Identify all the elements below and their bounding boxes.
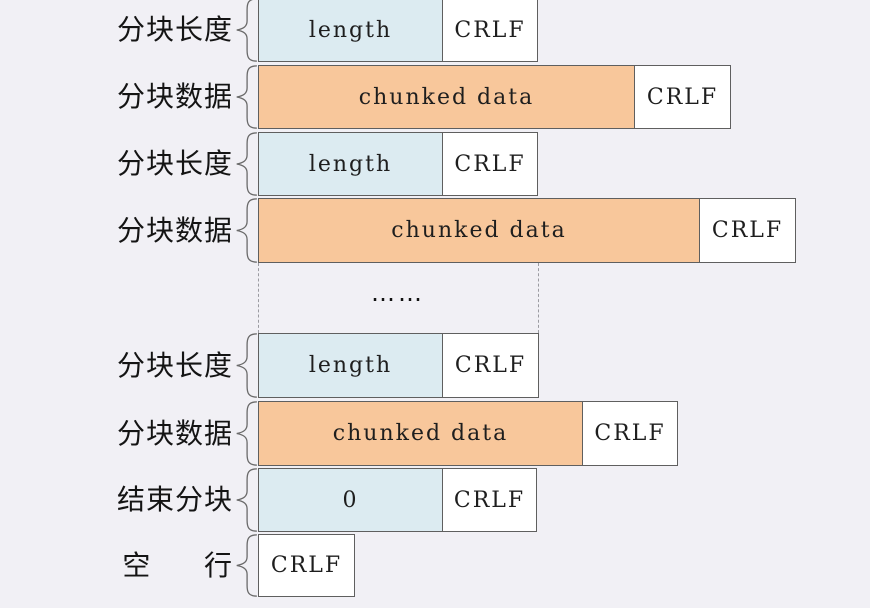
zero-length-box: 0 xyxy=(258,468,443,532)
length-box: length xyxy=(258,333,443,398)
row-chunk-length-3: 分块长度 length CRLF xyxy=(0,333,870,398)
row-label: 分块数据 xyxy=(116,417,233,449)
ellipsis: …… xyxy=(371,279,425,307)
chunked-data-box: chunked data xyxy=(258,65,635,129)
chunked-data-box: chunked data xyxy=(258,198,700,263)
brace-icon xyxy=(234,65,258,129)
brace-icon xyxy=(234,401,258,466)
row-label: 分块长度 xyxy=(116,148,233,179)
crlf-box: CRLF xyxy=(699,198,796,263)
row-boxes: chunked data CRLF xyxy=(258,198,796,263)
brace-icon xyxy=(234,468,258,532)
crlf-box: CRLF xyxy=(582,401,678,466)
length-box: length xyxy=(258,0,443,62)
crlf-box: CRLF xyxy=(442,333,539,398)
row-boxes: chunked data CRLF xyxy=(258,65,731,129)
crlf-box: CRLF xyxy=(634,65,731,129)
row-empty-line: 空 行 CRLF xyxy=(0,534,870,597)
brace-icon xyxy=(234,534,258,597)
row-chunk-data-1: 分块数据 chunked data CRLF xyxy=(0,65,870,129)
crlf-box: CRLF xyxy=(258,534,355,597)
chunked-data-box: chunked data xyxy=(258,401,583,466)
row-label: 分块数据 xyxy=(116,214,233,246)
brace-icon xyxy=(234,132,258,196)
brace-icon xyxy=(234,333,258,398)
brace-icon xyxy=(234,0,258,62)
length-box: length xyxy=(258,132,443,196)
row-boxes: chunked data CRLF xyxy=(258,401,678,466)
row-chunk-data-3: 分块数据 chunked data CRLF xyxy=(0,401,870,466)
row-label: 空 行 xyxy=(122,549,233,581)
dashed-line-right xyxy=(538,263,539,333)
row-label: 结束分块 xyxy=(116,484,233,515)
row-label: 分块长度 xyxy=(116,14,233,45)
brace-icon xyxy=(234,198,258,263)
row-boxes: length CRLF xyxy=(258,0,538,62)
row-chunk-length-2: 分块长度 length CRLF xyxy=(0,132,870,196)
row-boxes: length CRLF xyxy=(258,333,539,398)
row-boxes: CRLF xyxy=(258,534,355,597)
crlf-box: CRLF xyxy=(442,132,538,196)
row-boxes: 0 CRLF xyxy=(258,468,537,532)
row-chunk-length-1: 分块长度 length CRLF xyxy=(0,0,870,62)
row-label: 分块长度 xyxy=(116,349,233,381)
dashed-line-left xyxy=(258,263,259,333)
crlf-box: CRLF xyxy=(442,0,538,62)
row-label: 分块数据 xyxy=(116,81,233,112)
row-boxes: length CRLF xyxy=(258,132,538,196)
crlf-box: CRLF xyxy=(442,468,537,532)
row-end-chunk: 结束分块 0 CRLF xyxy=(0,468,870,532)
row-chunk-data-2: 分块数据 chunked data CRLF xyxy=(0,198,870,263)
